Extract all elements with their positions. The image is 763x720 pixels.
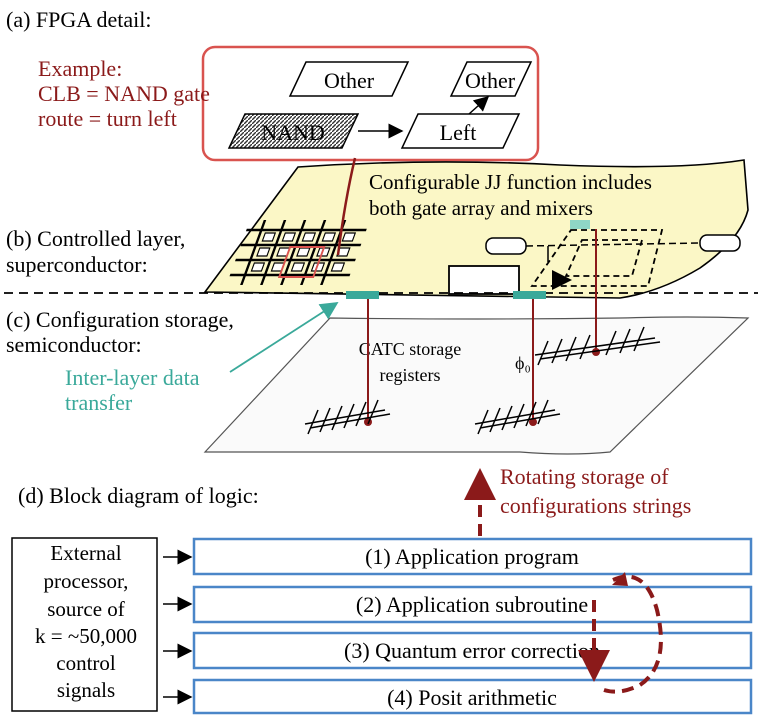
processor-line-3: source of — [47, 597, 125, 621]
example-line-1: Example: — [38, 56, 122, 81]
block-3-label: (3) Quantum error correction — [344, 638, 600, 663]
block-4 — [192, 678, 753, 715]
transfer-line-1: Inter-layer data — [65, 365, 200, 390]
catc-register-2 — [474, 399, 561, 435]
fpga-detail-frame — [201, 45, 540, 162]
mixer-circuit — [485, 220, 741, 290]
transfer-pad-2 — [513, 291, 546, 299]
processor-line-2: processor, — [44, 569, 129, 593]
block-2-label: (2) Application subroutine — [356, 592, 588, 617]
storage-layer-sheet — [203, 316, 750, 455]
catc-register-1 — [304, 399, 391, 435]
processor-line-5: control — [56, 651, 116, 675]
external-processor-box — [11, 537, 158, 712]
caption-line-1: Configurable JJ function includes — [369, 170, 652, 194]
section-c-title-2: semiconductor: — [6, 332, 142, 357]
example-line-3: route = turn left — [38, 106, 177, 131]
other-label-right: Other — [465, 68, 516, 93]
catc-register-3 — [534, 326, 661, 366]
caption-line-2: both gate array and mixers — [369, 196, 593, 220]
section-b-title-1: (b) Controlled layer, — [6, 226, 185, 251]
section-c-title-1: (c) Configuration storage, — [6, 307, 234, 332]
connector-nand — [336, 157, 357, 256]
section-a-title: (a) FPGA detail: — [6, 7, 151, 32]
rotating-line-2: configurations strings — [500, 493, 691, 518]
other-label-left: Other — [324, 68, 375, 93]
transfer-pad-1 — [346, 291, 379, 299]
section-b-title-2: superconductor: — [6, 252, 148, 277]
transfer-line-2: transfer — [65, 390, 133, 415]
node-2 — [529, 418, 537, 426]
block-4-label: (4) Posit arithmetic — [387, 685, 557, 710]
mixer-block — [448, 265, 520, 295]
other-box-left — [288, 61, 410, 97]
phi-label: ϕ₀ — [515, 353, 531, 373]
rotating-line-1: Rotating storage of — [500, 464, 669, 489]
storage-line-1: CATC storage — [359, 339, 462, 359]
rotation-loop-head — [612, 572, 628, 586]
processor-line-6: signals — [57, 678, 115, 702]
nand-box — [227, 113, 360, 149]
left-to-other-arrow — [468, 95, 490, 115]
other-box-right — [449, 61, 533, 97]
storage-line-2: registers — [380, 365, 441, 385]
transfer-arrow — [229, 302, 339, 373]
gate-array-grid — [229, 220, 367, 285]
processor-line-1: External — [50, 541, 121, 565]
block-1 — [192, 537, 753, 576]
nand-label: NAND — [261, 120, 325, 145]
section-d-title: (d) Block diagram of logic: — [18, 483, 259, 508]
rotation-loop — [603, 574, 663, 694]
example-line-2: CLB = NAND gate — [38, 81, 210, 106]
left-box — [400, 113, 521, 149]
block-1-label: (1) Application program — [365, 544, 579, 569]
node-3 — [592, 348, 600, 356]
left-label: Left — [440, 120, 477, 145]
processor-line-4: k = ~50,000 — [35, 624, 137, 648]
